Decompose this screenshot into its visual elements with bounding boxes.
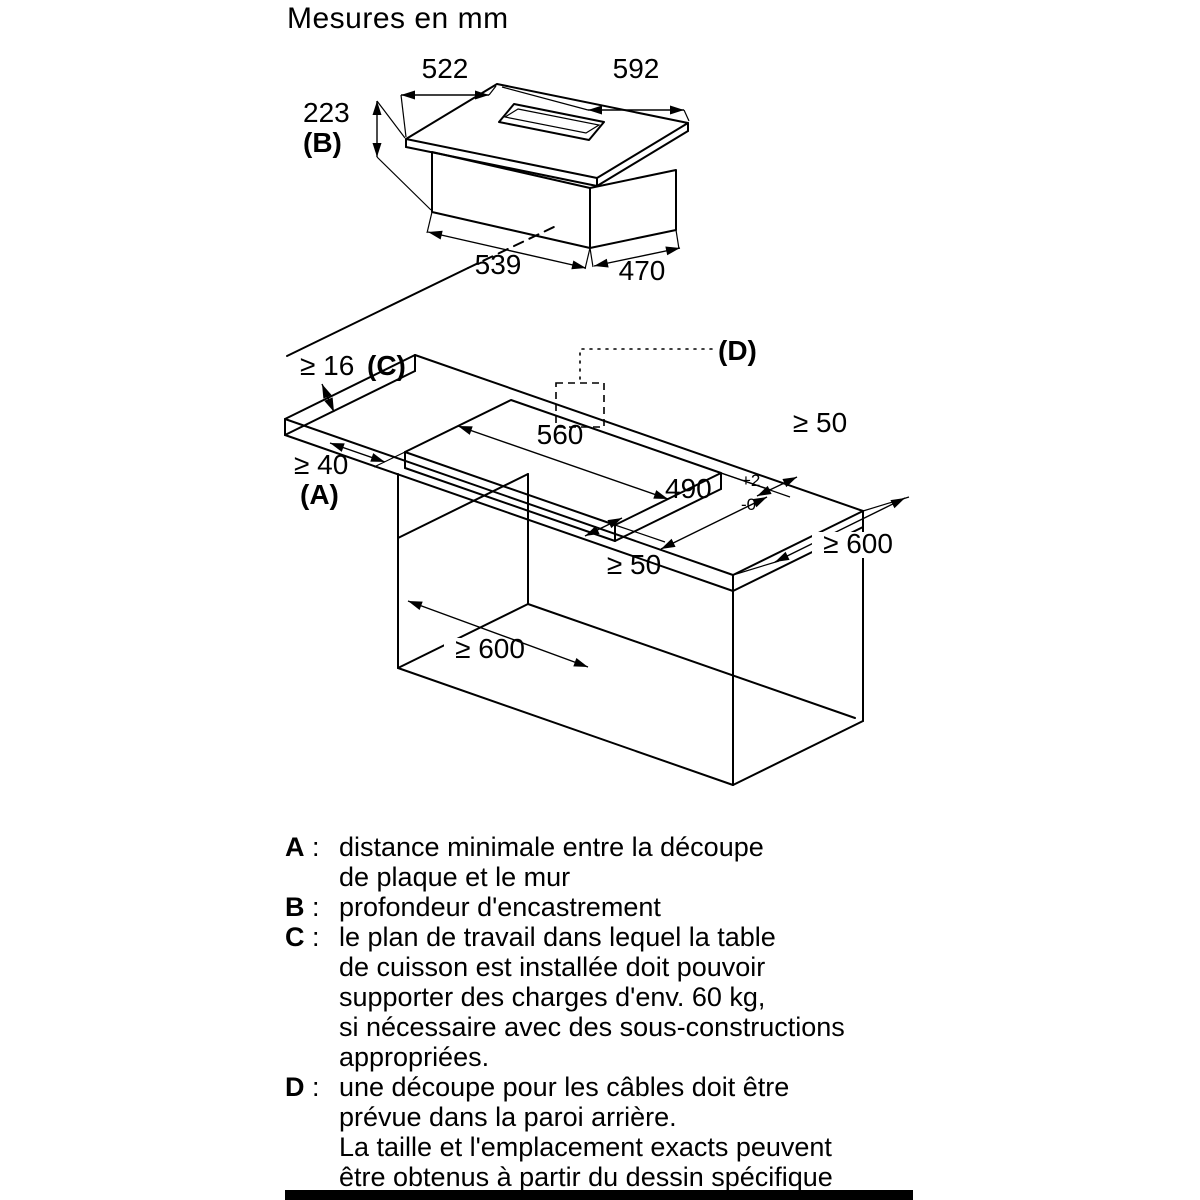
dim-front-clearance-label: ≥ 50 — [607, 549, 661, 580]
dim-cutout-width-label: 560 — [537, 419, 584, 450]
dim-hob-body-depth: 470 — [589, 229, 681, 286]
ref-D-label: (D) — [718, 335, 757, 366]
vent-slot — [498, 103, 605, 141]
dim-cutout-depth: 490 +2 -0 — [614, 471, 772, 550]
cable-cutout: (D) — [555, 335, 757, 428]
dim-worktop-thickness: ≥ 16 (C) — [300, 350, 406, 413]
ref-C-label: (C) — [367, 350, 406, 381]
legend-colon: : — [312, 892, 320, 922]
legend-line: le plan de travail dans lequel la table — [339, 922, 776, 952]
legend-line: une découpe pour les câbles doit être — [339, 1072, 790, 1102]
installation-drawing: (D) 560 490 +2 -0 ≥ 40 (A) — [284, 225, 910, 786]
dim-cutout-width: 560 — [457, 419, 669, 500]
dim-worktop-depth: ≥ 600 — [732, 496, 910, 576]
legend-line: supporter des charges d'env. 60 kg, — [339, 982, 766, 1012]
legend-line: si nécessaire avec des sous-construction… — [339, 1012, 845, 1042]
legend-colon: : — [312, 922, 320, 952]
dim-cutout-depth-tol-minus: -0 — [741, 495, 756, 514]
dim-install-depth: 223 (B) — [303, 97, 432, 211]
dim-niche-width: ≥ 600 — [407, 600, 589, 668]
dim-hob-body-depth-label: 470 — [619, 255, 666, 286]
dim-install-depth-label: 223 — [303, 97, 350, 128]
dim-hob-body-width-label: 539 — [475, 249, 522, 280]
legend-letter: A — [285, 832, 305, 862]
legend: A : distance minimale entre la découpe d… — [285, 832, 945, 1192]
dim-hob-top-depth-label: 522 — [422, 53, 469, 84]
dim-worktop-thickness-label: ≥ 16 — [300, 350, 354, 381]
dim-rear-clearance: ≥ 50 — [720, 407, 847, 498]
legend-letter: C — [285, 922, 305, 952]
legend-colon: : — [312, 832, 320, 862]
cable-cutout-dashed-rect — [555, 382, 605, 428]
dim-hob-body-width: 539 — [426, 211, 591, 280]
dim-front-clearance: ≥ 50 — [584, 517, 661, 580]
legend-line: être obtenus à partir du dessin spécifiq… — [339, 1162, 833, 1192]
legend-item-c: C : le plan de travail dans lequel la ta… — [285, 922, 945, 1072]
dim-wall-distance: ≥ 40 (A) — [294, 442, 406, 510]
label-backing — [812, 532, 904, 558]
dim-hob-top-width: 592 — [501, 53, 690, 122]
legend-line: de cuisson est installée doit pouvoir — [339, 952, 766, 982]
dim-hob-top-width-label: 592 — [613, 53, 660, 84]
legend-line: de plaque et le mur — [339, 862, 571, 892]
legend-item-a: A : distance minimale entre la découpe d… — [285, 832, 945, 892]
dim-cutout-depth-label: 490 — [665, 473, 712, 504]
footer-bar — [285, 1190, 913, 1200]
cabinet — [397, 473, 864, 786]
vent-slot-inner — [503, 108, 601, 134]
legend-line: prévue dans la paroi arrière. — [339, 1102, 677, 1132]
dim-rear-clearance-label: ≥ 50 — [793, 407, 847, 438]
legend-item-d: D : une découpe pour les câbles doit êtr… — [285, 1072, 945, 1192]
page-title: Mesures en mm — [287, 2, 509, 35]
ref-A-label: (A) — [300, 479, 339, 510]
legend-line: La taille et l'emplacement exacts peuven… — [339, 1132, 832, 1162]
dim-hob-top-depth: 522 — [400, 53, 497, 138]
technical-drawing: 522 592 223 (B) 539 — [284, 53, 910, 786]
worktop — [284, 354, 864, 592]
dim-niche-width-label: ≥ 600 — [455, 633, 525, 664]
legend-item-b: B : profondeur d'encastrement — [285, 892, 945, 922]
dim-worktop-depth-label: ≥ 600 — [823, 528, 893, 559]
legend-colon: : — [312, 1072, 320, 1102]
legend-letter: D — [285, 1072, 305, 1102]
legend-line: appropriées. — [339, 1042, 490, 1072]
legend-letter: B — [285, 892, 305, 922]
cable-cutout-leader — [579, 348, 713, 382]
ref-B-label: (B) — [303, 127, 342, 158]
wall-line — [286, 225, 557, 357]
legend-line: profondeur d'encastrement — [339, 892, 661, 922]
legend-line: distance minimale entre la découpe — [339, 832, 764, 862]
dim-wall-distance-label: ≥ 40 — [294, 449, 348, 480]
hob-body — [431, 151, 677, 249]
hob-drawing: 522 592 223 (B) 539 — [303, 53, 690, 286]
